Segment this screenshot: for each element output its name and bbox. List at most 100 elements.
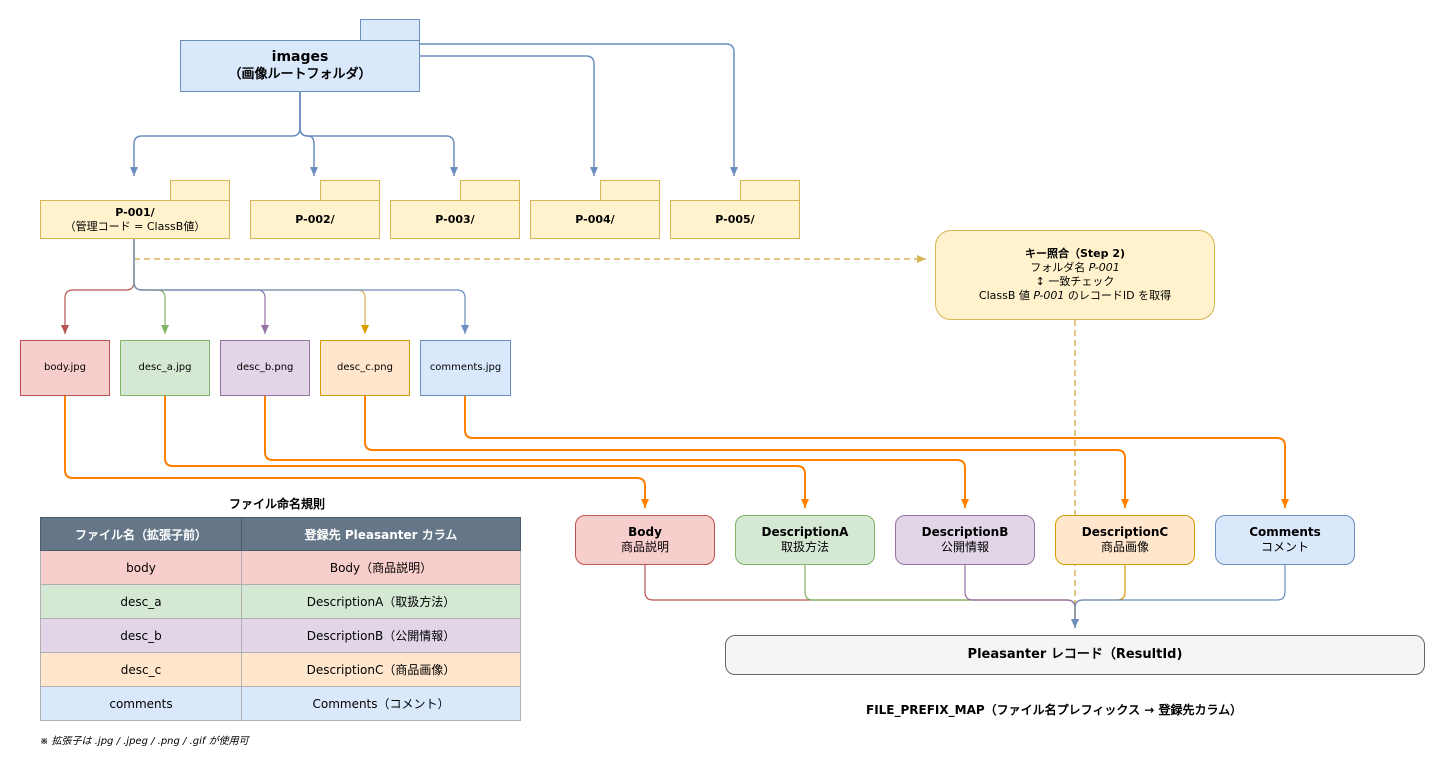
edge-desc-a-file-column	[164, 396, 809, 508]
folder-p-003[interactable]: P-003/	[390, 200, 520, 239]
table-cell-prefix: desc_a	[40, 584, 242, 619]
key-match-classb-code: P-001	[1033, 289, 1065, 302]
edge-root-p003	[299, 92, 458, 176]
column-description: コメント	[1260, 540, 1309, 554]
column-name: Body	[628, 525, 662, 539]
folder-description: （管理コード = ClassB値）	[64, 219, 206, 233]
edge-root-p005	[420, 43, 738, 176]
column-description: 取扱方法	[780, 540, 829, 554]
table-cell-column: DescriptionB（公開情報）	[241, 618, 521, 653]
key-match-folder-code: P-001	[1088, 261, 1120, 274]
file-body-jpg[interactable]: body.jpg	[20, 340, 110, 396]
key-match-classb-label: ClassB 値	[978, 289, 1034, 302]
file-name: comments.jpg	[429, 362, 502, 373]
column-name: DescriptionB	[921, 525, 1009, 539]
key-match-line-1: フォルダ名 P-001	[1030, 261, 1120, 275]
table-cell-prefix: body	[40, 550, 242, 585]
file-desc-a-jpg[interactable]: desc_a.jpg	[120, 340, 210, 396]
edge-desc-a-column-record	[804, 565, 1076, 628]
file-name: desc_b.png	[236, 362, 294, 373]
record-label: Pleasanter レコード（ResultId)	[967, 647, 1183, 662]
folder-name: P-004/	[575, 212, 615, 226]
edge-desc-c-column-record	[1074, 565, 1126, 628]
column-description: 商品画像	[1100, 540, 1149, 554]
folder-p-001[interactable]: P-001/ （管理コード = ClassB値）	[40, 200, 230, 239]
pleasanter-record[interactable]: Pleasanter レコード（ResultId)	[725, 635, 1425, 675]
file-desc-c-png[interactable]: desc_c.png	[320, 340, 410, 396]
edge-desc-b-column-record	[964, 565, 1076, 628]
table-cell-prefix: desc_b	[40, 618, 242, 653]
table-header-row: ファイル名（拡張子前） 登録先 Pleasanter カラム	[40, 517, 521, 551]
file-comments-jpg[interactable]: comments.jpg	[420, 340, 511, 396]
key-match-step[interactable]: キー照合（Step 2) フォルダ名 P-001 ↕ 一致チェック ClassB…	[935, 230, 1215, 320]
column-description: 公開情報	[940, 540, 989, 554]
edge-desc-c-file-column	[364, 396, 1129, 508]
key-match-line-2: ↕ 一致チェック	[1035, 275, 1115, 288]
folder-icon	[170, 180, 230, 201]
edge-p001-comments	[133, 239, 469, 334]
column-description-b[interactable]: DescriptionB 公開情報	[895, 515, 1035, 565]
edge-p001-body	[61, 239, 135, 334]
table-cell-prefix: comments	[40, 686, 242, 721]
table-row: body Body（商品説明）	[40, 550, 521, 585]
naming-table-title: ファイル命名規則	[229, 497, 326, 511]
root-folder-description: （画像ルートフォルダ）	[228, 67, 372, 82]
naming-rule-table: ファイル名（拡張子前） 登録先 Pleasanter カラム body Body…	[40, 517, 521, 721]
column-description-c[interactable]: DescriptionC 商品画像	[1055, 515, 1195, 565]
key-match-title: キー照合（Step 2)	[1024, 247, 1126, 260]
edge-p001-desc-a	[133, 239, 169, 334]
table-cell-column: DescriptionA（取扱方法）	[241, 584, 521, 619]
folder-p-004[interactable]: P-004/	[530, 200, 660, 239]
column-name: DescriptionA	[761, 525, 849, 539]
table-row: desc_c DescriptionC（商品画像）	[40, 652, 521, 687]
table-cell-prefix: desc_c	[40, 652, 242, 687]
file-name: body.jpg	[44, 362, 86, 373]
table-row: desc_b DescriptionB（公開情報）	[40, 618, 521, 653]
key-match-classb-suffix: のレコードID を取得	[1064, 289, 1172, 302]
table-row: desc_a DescriptionA（取扱方法）	[40, 584, 521, 619]
folder-name: P-003/	[435, 212, 475, 226]
prefix-map-caption: FILE_PREFIX_MAP（ファイル名プレフィックス → 登録先カラム）	[866, 703, 1243, 717]
folder-name: P-005/	[715, 212, 755, 226]
folder-icon	[740, 180, 800, 201]
table-row: comments Comments（コメント）	[40, 686, 521, 721]
folder-p-002[interactable]: P-002/	[250, 200, 380, 239]
root-folder[interactable]: images （画像ルートフォルダ）	[180, 40, 420, 92]
edge-root-p001	[130, 92, 301, 176]
column-body[interactable]: Body 商品説明	[575, 515, 715, 565]
edge-body-column-record	[644, 565, 1076, 628]
column-description-a[interactable]: DescriptionA 取扱方法	[735, 515, 875, 565]
folder-icon	[320, 180, 380, 201]
folder-icon	[460, 180, 520, 201]
folder-p-005[interactable]: P-005/	[670, 200, 800, 239]
edge-comments-column-record	[1071, 565, 1286, 628]
table-header-column: 登録先 Pleasanter カラム	[241, 517, 521, 551]
edge-root-p004	[420, 55, 598, 176]
folder-name: P-001/	[115, 205, 155, 219]
file-name: desc_c.png	[337, 362, 393, 373]
column-name: DescriptionC	[1081, 525, 1169, 539]
edge-comments-file-column	[464, 396, 1289, 508]
edge-p001-desc-b	[133, 239, 269, 334]
edge-p001-desc-c	[133, 239, 369, 334]
folder-icon	[360, 19, 420, 41]
table-cell-column: Comments（コメント）	[241, 686, 521, 721]
extension-note: ※ 拡張子は .jpg / .jpeg / .png / .gif が使用可	[40, 736, 249, 747]
file-name: desc_a.jpg	[138, 362, 192, 373]
folder-name: P-002/	[295, 212, 335, 226]
file-desc-b-png[interactable]: desc_b.png	[220, 340, 310, 396]
key-match-line-3: ClassB 値 P-001 のレコードID を取得	[979, 289, 1171, 303]
column-description: 商品説明	[620, 540, 669, 554]
edge-body-file-column	[64, 396, 649, 508]
column-comments[interactable]: Comments コメント	[1215, 515, 1355, 565]
folder-icon	[600, 180, 660, 201]
key-match-folder-label: フォルダ名	[1030, 261, 1089, 274]
root-folder-name: images	[271, 49, 329, 65]
table-cell-column: DescriptionC（商品画像）	[241, 652, 521, 687]
table-header-filename: ファイル名（拡張子前）	[40, 517, 242, 551]
table-cell-column: Body（商品説明）	[241, 550, 521, 585]
column-name: Comments	[1249, 525, 1321, 539]
edge-desc-b-file-column	[264, 396, 969, 508]
